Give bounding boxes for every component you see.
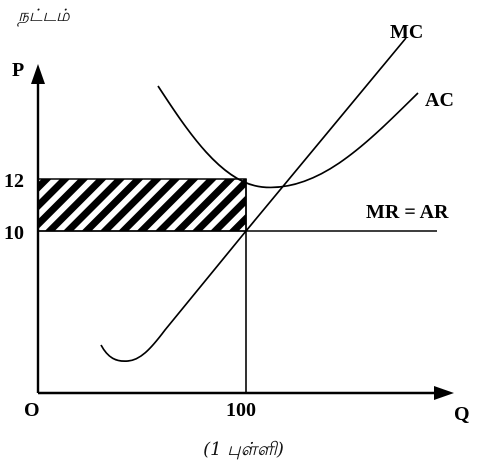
diagram-caption: (1 புள்ளி)	[203, 439, 284, 460]
ac-curve	[157, 85, 419, 189]
mc-curve	[100, 37, 407, 362]
loss-area	[37, 178, 247, 232]
mc-label: MC	[390, 21, 423, 43]
mr-ar-label: MR = AR	[366, 201, 449, 223]
origin-label: O	[24, 399, 40, 421]
x-axis-label: Q	[454, 403, 470, 425]
ac-label: AC	[425, 89, 454, 111]
tick-price-10: 10	[4, 222, 24, 244]
y-axis-label: P	[12, 59, 24, 81]
diagram-heading: நட்டம்	[18, 6, 70, 26]
x-axis-arrow	[434, 386, 454, 400]
tick-quantity-100: 100	[226, 399, 256, 421]
tick-price-12: 12	[4, 170, 24, 192]
y-axis-arrow	[31, 64, 45, 84]
